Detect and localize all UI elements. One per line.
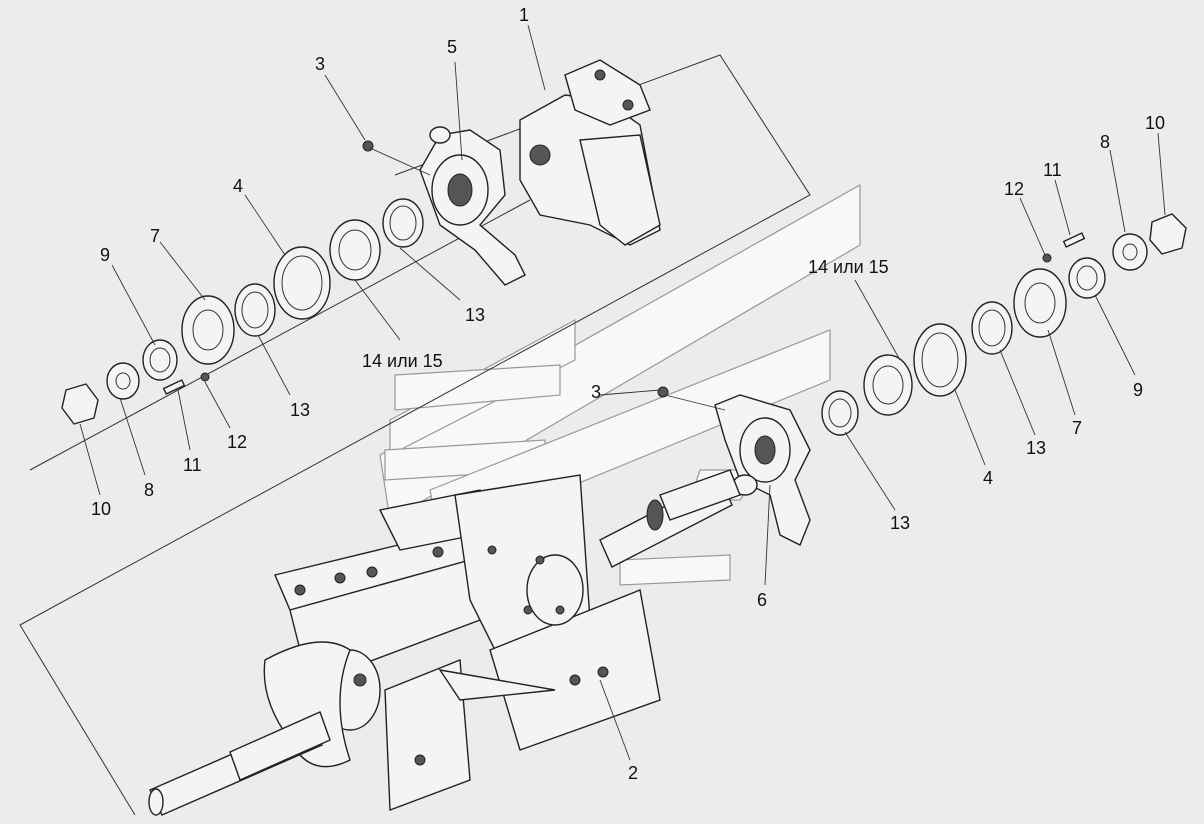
label-11-right: 11 <box>1043 160 1062 180</box>
label-3-top: 3 <box>315 54 326 74</box>
label-7-left: 7 <box>150 226 161 246</box>
knuckle-part-5 <box>419 126 526 286</box>
bracket-part-1 <box>519 59 661 246</box>
label-5: 5 <box>447 37 458 57</box>
label-9-right: 9 <box>1133 380 1144 400</box>
label-14-or-15-left: 14 или 15 <box>362 351 443 371</box>
label-13-lower-right: 13 <box>890 513 911 533</box>
label-3-center: 3 <box>591 382 602 402</box>
label-13-lower-left: 13 <box>290 400 311 420</box>
label-8-left: 8 <box>144 480 155 500</box>
label-6: 6 <box>757 590 768 610</box>
label-9-left: 9 <box>100 245 111 265</box>
label-4-left: 4 <box>233 176 244 196</box>
label-4-right: 4 <box>983 468 994 488</box>
label-12-left: 12 <box>227 432 248 452</box>
label-10-left: 10 <box>91 499 112 519</box>
label-2: 2 <box>628 763 639 783</box>
label-13-upper-right: 13 <box>1026 438 1047 458</box>
label-10-right: 10 <box>1145 113 1166 133</box>
label-1: 1 <box>519 5 530 25</box>
label-11-left: 11 <box>183 455 202 475</box>
label-14-or-15-right: 14 или 15 <box>808 257 889 277</box>
label-12-right: 12 <box>1004 179 1025 199</box>
label-13-upper-left: 13 <box>465 305 486 325</box>
label-8-right: 8 <box>1100 132 1111 152</box>
label-7-right: 7 <box>1072 418 1083 438</box>
knuckle-part-6 <box>714 394 811 546</box>
right-part-stack <box>657 213 1187 436</box>
left-part-stack <box>61 140 424 425</box>
leader-lines <box>79 24 1166 761</box>
axle-frame-part-2 <box>148 469 741 816</box>
